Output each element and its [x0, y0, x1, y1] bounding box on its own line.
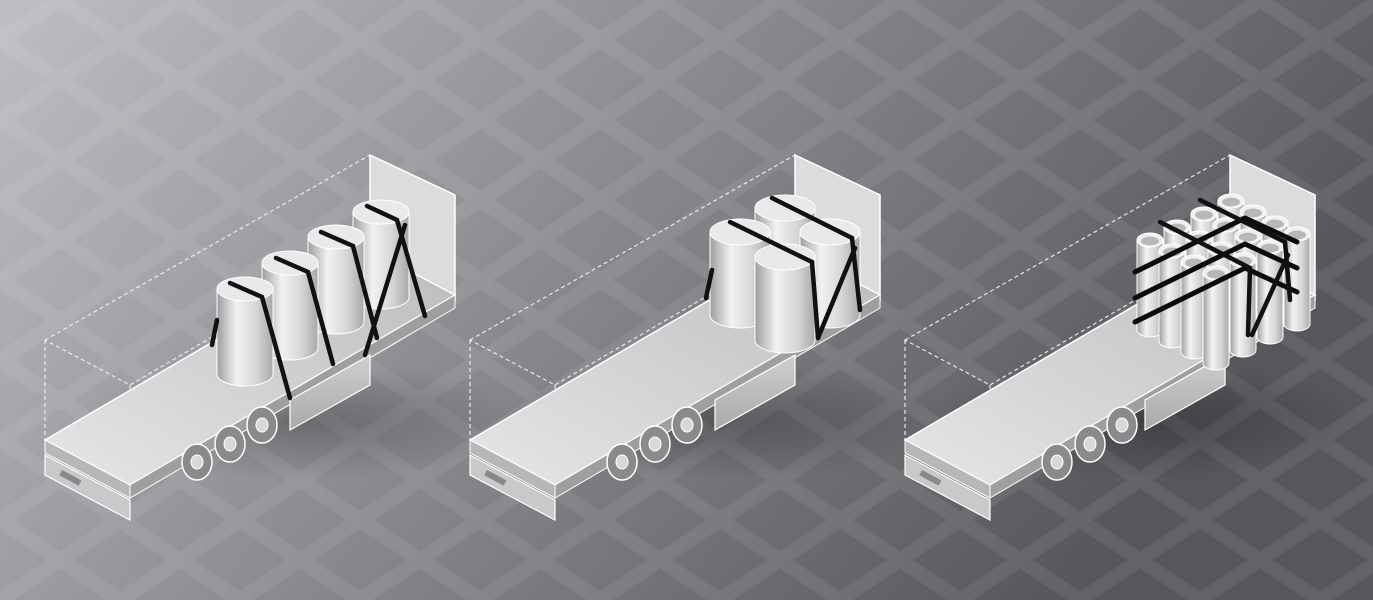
pipe-bore: [1222, 197, 1240, 207]
rear-bumper: [469, 454, 556, 521]
tail-light: [919, 470, 942, 486]
wheel-set: [181, 406, 278, 481]
pipe-bore: [1141, 236, 1159, 246]
lashing-straps: [703, 195, 863, 341]
side-toolbox: [714, 353, 796, 432]
pipe-body: [1202, 272, 1230, 371]
pipe-bore: [1195, 210, 1213, 220]
side-toolbox: [1144, 353, 1226, 432]
deck-rear: [44, 439, 131, 499]
rear-bumper: [904, 454, 991, 521]
pipe-bore: [1207, 269, 1225, 279]
bundle-bands: [1132, 197, 1300, 338]
deck-rear: [469, 439, 556, 499]
trailer-vertical-cylinders: [43, 153, 520, 521]
pipe-bore: [1261, 243, 1279, 253]
deck-rear: [904, 439, 991, 499]
wheel-set: [606, 406, 703, 481]
pipe-bore: [1266, 219, 1284, 229]
wheel-set: [1041, 406, 1138, 481]
tail-light: [59, 470, 82, 486]
side-toolbox: [289, 353, 371, 432]
tail-light: [484, 470, 507, 486]
rear-bumper: [44, 454, 131, 521]
pipe-bore: [1239, 232, 1257, 242]
lashing-straps: [209, 203, 428, 401]
trailer-grouped-cylinders: [468, 153, 940, 521]
pipe-body: [1283, 233, 1311, 332]
trailer-pipe-bundle: [903, 153, 1360, 521]
pipe-bore: [1244, 208, 1262, 218]
